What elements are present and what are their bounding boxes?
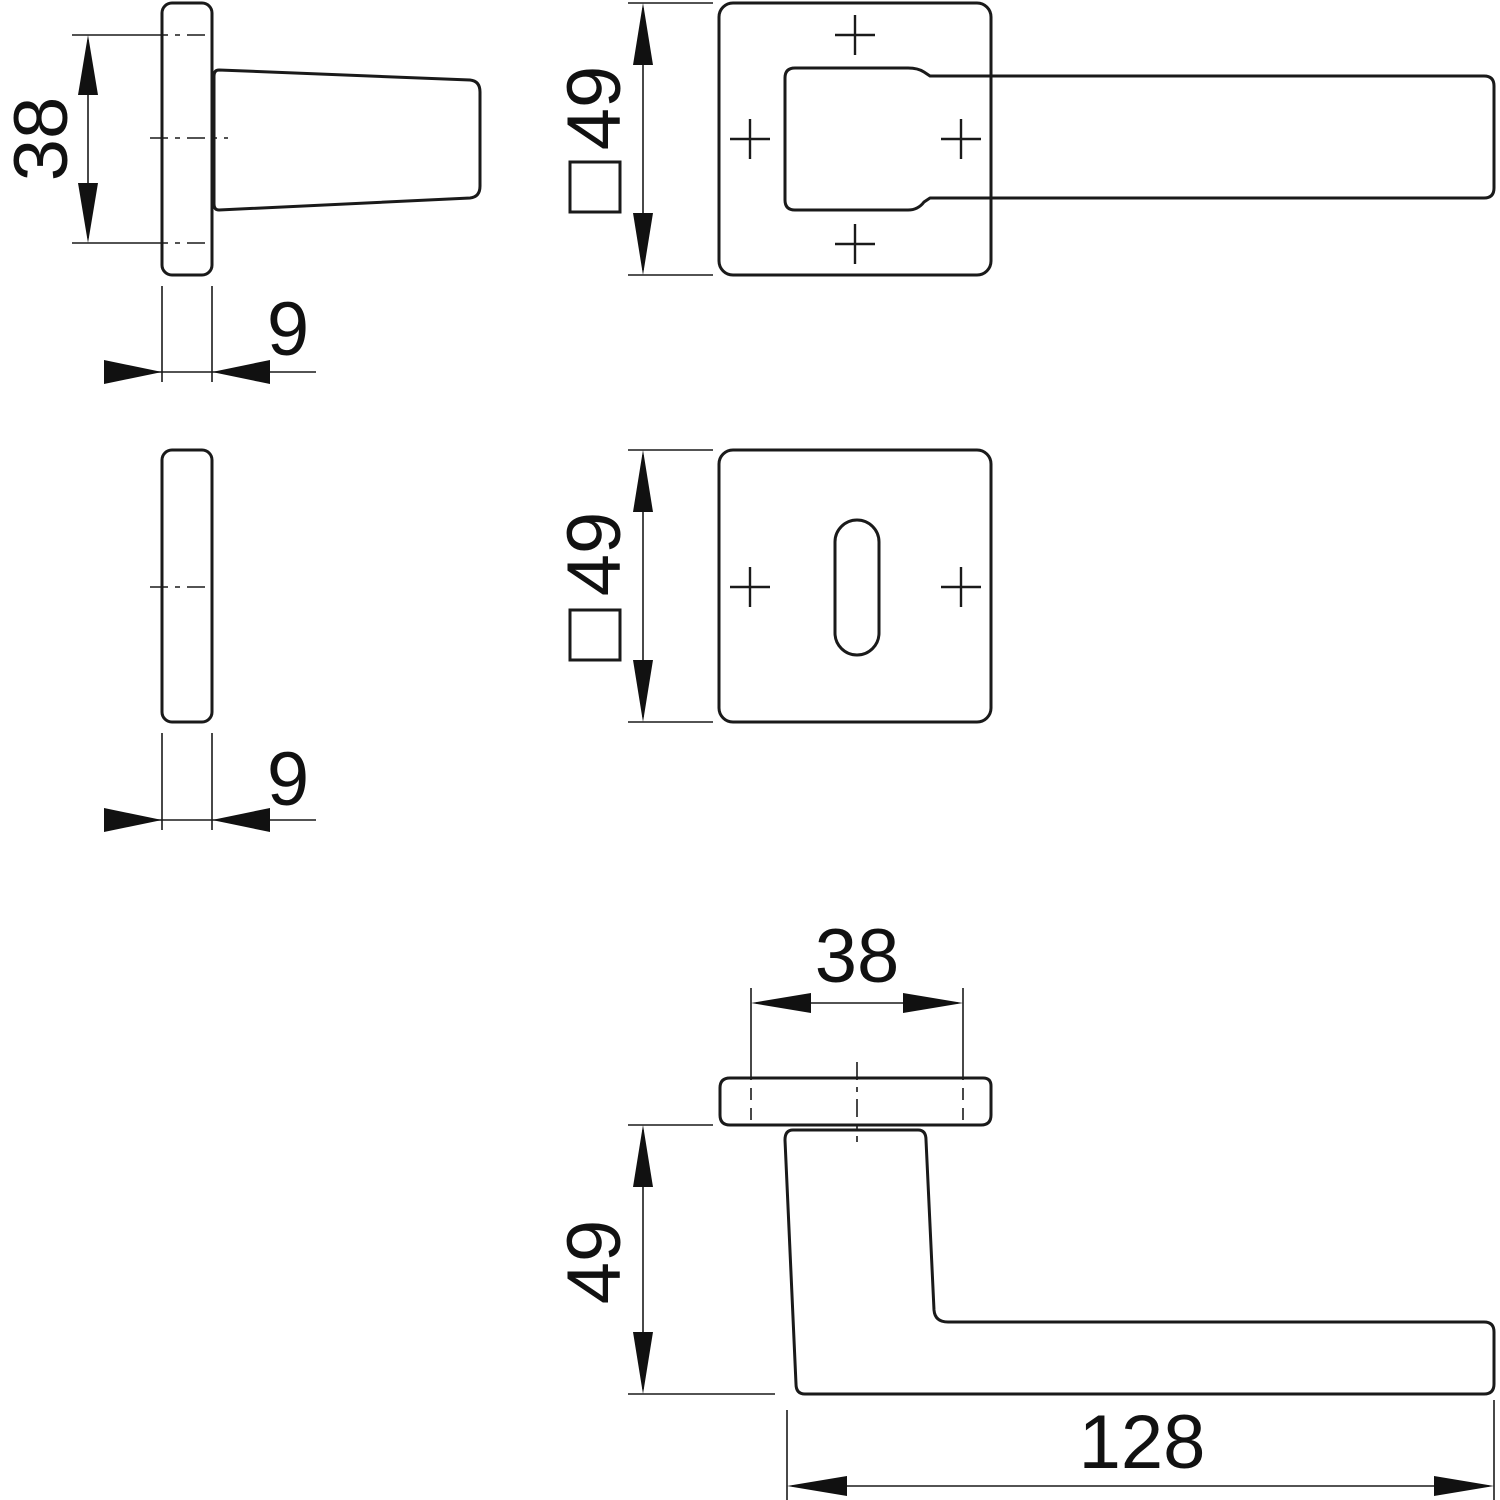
square-symbol-icon [568, 160, 622, 214]
dimension-label-38: 38 [0, 97, 84, 182]
key-rose-front-view: 49 [552, 448, 993, 724]
arrowhead [903, 993, 963, 1013]
handle-side-view: 38 9 [0, 1, 482, 384]
lever-profile [783, 1128, 1496, 1396]
arrowhead [751, 993, 811, 1013]
arrowhead [633, 1125, 653, 1187]
lever-handle [783, 66, 1496, 212]
key-rose-plate-side [160, 448, 214, 724]
arrowhead [212, 808, 270, 832]
lever-neck-side [212, 68, 482, 212]
square-rose [717, 1, 993, 277]
dimension-label-9: 9 [267, 737, 309, 822]
arrowhead [633, 213, 653, 275]
arrowhead [212, 360, 270, 384]
arrowhead [787, 1476, 847, 1496]
arrowhead [78, 183, 98, 243]
arrowhead [78, 35, 98, 95]
screw-cross [730, 119, 770, 159]
rose-plate-top [718, 1076, 993, 1127]
lever-side-view: 38 49 128 [552, 914, 1496, 1500]
screw-cross [941, 567, 981, 607]
dimension-label-49: 49 [552, 1220, 637, 1305]
key-rose-side-view: 9 [104, 448, 316, 832]
square-key-rose [717, 448, 993, 724]
dimension-label-square-49: 49 [552, 512, 637, 597]
dimension-label-38: 38 [815, 914, 900, 999]
dimension-label-128: 128 [1079, 1400, 1206, 1485]
handle-front-view: 49 [552, 1, 1496, 277]
screw-cross [835, 224, 875, 264]
dimension-label-9: 9 [267, 287, 309, 372]
arrowhead [633, 1332, 653, 1394]
screw-cross [941, 119, 981, 159]
arrowhead [104, 360, 162, 384]
arrowhead [633, 450, 653, 512]
arrowhead [1434, 1476, 1494, 1496]
arrowhead [633, 3, 653, 65]
arrowhead [104, 808, 162, 832]
dimension-label-square-49: 49 [552, 66, 637, 151]
screw-cross [835, 15, 875, 55]
keyhole-slot [833, 518, 881, 657]
rose-plate-side [160, 1, 214, 277]
arrowhead [633, 660, 653, 722]
screw-cross [730, 567, 770, 607]
square-symbol-icon [568, 608, 622, 662]
